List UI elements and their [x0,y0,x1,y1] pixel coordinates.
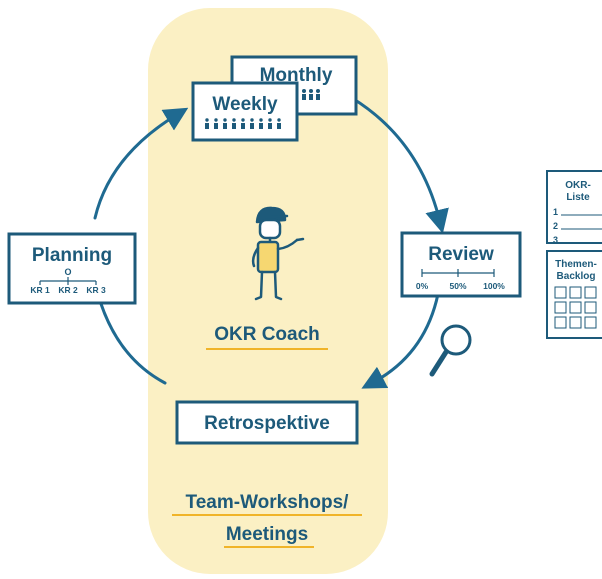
retrospektive-card: Retrospektive [175,400,359,445]
review-scale-50: 50% [449,281,466,291]
arrow-weekly-to-review [350,96,449,234]
planning-tree-lines [39,277,97,285]
theme-backlog-card: Themen- Backlog [546,250,602,339]
planning-kr-2: KR 2 [58,285,78,295]
planning-kr-1: KR 1 [30,285,50,295]
backlog-grid [554,286,597,329]
backlog-title-1: Themen- [555,259,597,270]
arrow-planning-to-weekly [93,107,189,220]
coach-figure-icon [251,206,305,301]
arrow-review-to-retro [361,292,440,389]
magnifying-glass-icon [429,324,472,377]
review-scale-0: 0% [416,281,429,291]
retrospektive-label: Retrospektive [204,413,330,434]
planning-card: Planning O KR 1 KR 2 KR 3 [7,232,137,305]
team-people-icon [205,118,281,129]
planning-kr-3: KR 3 [86,285,106,295]
okr-list-title-2: Liste [566,192,590,203]
band-label-line2: Meetings [226,524,308,545]
review-label: Review [428,244,494,265]
weekly-card: Weekly [191,81,299,142]
planning-label: Planning [32,245,112,266]
review-card: Review 0% 50% 100% [400,231,522,298]
okr-list-item-1: 1 [553,207,558,217]
okr-list-item-2: 2 [553,221,558,231]
band-label-line1: Team-Workshops/ [186,492,350,513]
planning-tree-root: O [64,267,71,277]
team-people-icon [302,89,320,100]
okr-list-item-3: 3 [553,235,558,245]
monthly-label: Monthly [260,65,333,86]
okr-list-card: OKR- Liste 1 2 3 [546,170,602,245]
review-scale-100: 100% [483,281,505,291]
weekly-label: Weekly [212,94,278,115]
backlog-title-2: Backlog [557,271,596,282]
review-scale-line [421,269,495,277]
coach-label: OKR Coach [214,324,320,345]
okr-list-title-1: OKR- [565,180,591,191]
